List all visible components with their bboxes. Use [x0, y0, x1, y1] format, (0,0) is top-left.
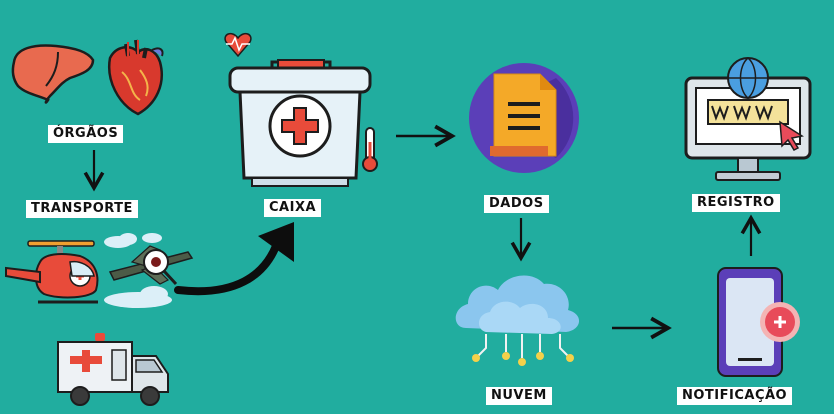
cloud-network-icon: [455, 275, 580, 366]
thermometer-icon: [362, 127, 378, 172]
label-caixa: CAIXA: [264, 199, 322, 217]
label-nuvem: NUVEM: [486, 387, 552, 405]
label-orgaos: ÓRGÃOS: [48, 125, 124, 143]
medical-cooler-icon: [228, 59, 372, 187]
label-transporte: TRANSPORTE: [26, 200, 138, 218]
document-icon: [469, 63, 579, 173]
smartphone-notification-icon: [717, 267, 800, 377]
web-monitor-icon: [684, 57, 812, 181]
heartbeat-icon: [224, 32, 252, 58]
liver-icon: [11, 44, 95, 104]
ambulance-icon: [57, 333, 169, 406]
label-dados: DADOS: [484, 195, 549, 213]
label-registro: REGISTRO: [692, 194, 780, 212]
heart-icon: [107, 39, 164, 116]
curved-arrow-to-caixa: [174, 222, 294, 296]
label-notificacao: NOTIFICAÇÃO: [677, 387, 793, 405]
helicopter-icon: [5, 240, 99, 304]
drone-icon: [104, 233, 194, 308]
